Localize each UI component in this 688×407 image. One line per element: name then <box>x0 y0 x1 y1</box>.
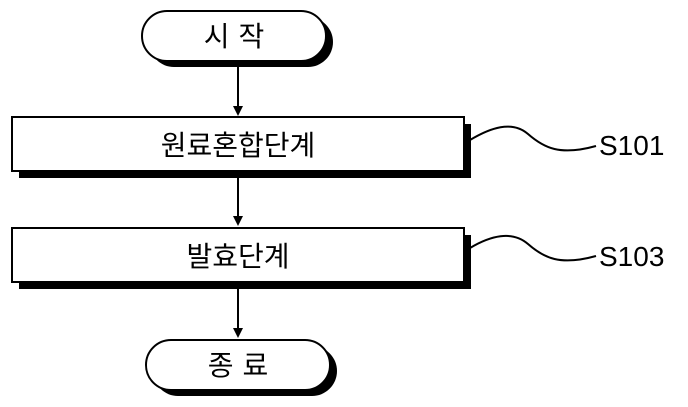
process-box-step1: 원료혼합단계 <box>11 116 471 178</box>
step1-reference-label: S101 <box>599 130 664 161</box>
step2-reference-leader <box>469 234 597 262</box>
step2-label: 발효단계 <box>186 240 289 273</box>
end-label: 종 료 <box>208 349 268 382</box>
step1-label: 원료혼합단계 <box>161 129 316 162</box>
step2-reference-label: S103 <box>599 241 664 272</box>
process-box-step2: 발효단계 <box>11 227 471 289</box>
step1-reference-leader <box>469 125 597 152</box>
start-label: 시 작 <box>204 20 264 53</box>
end-terminal: 종 료 <box>145 339 337 396</box>
start-terminal: 시 작 <box>141 10 333 67</box>
